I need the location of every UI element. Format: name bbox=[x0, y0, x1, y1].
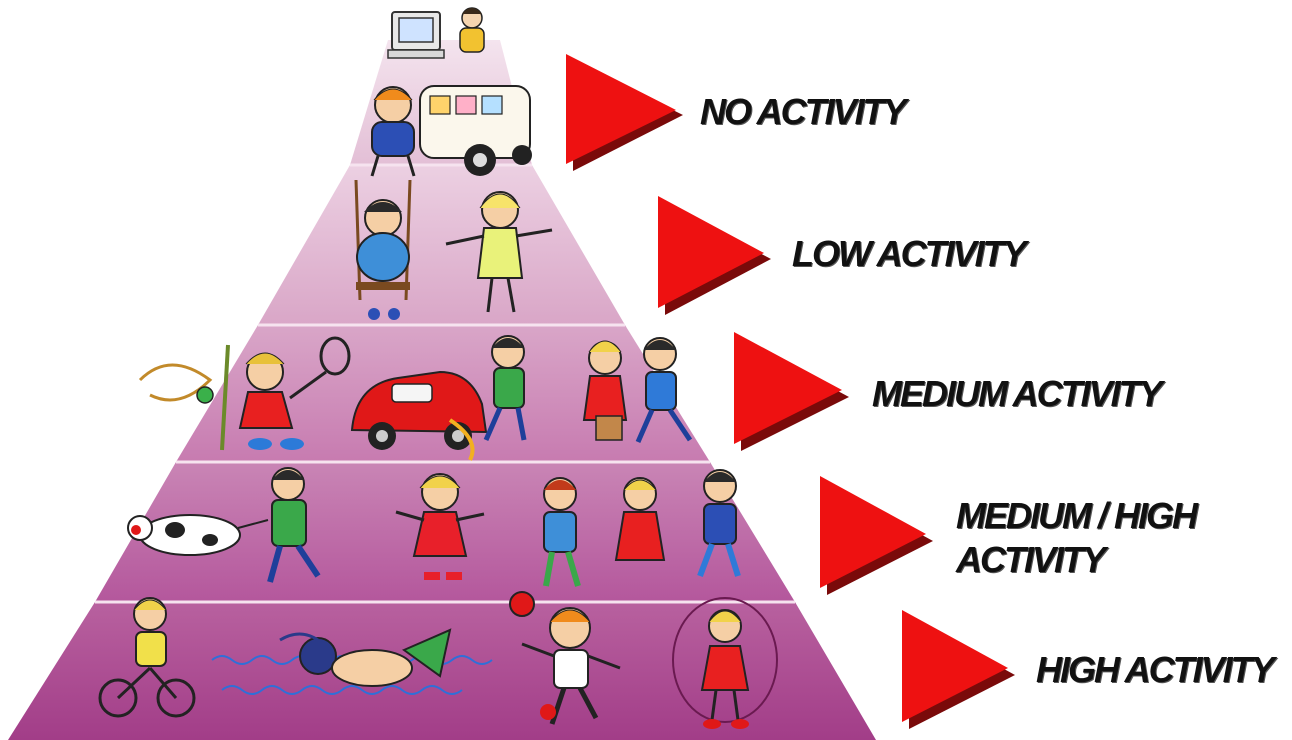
tennis-child-icon bbox=[138, 336, 351, 451]
label-medium-activity: MEDIUM ACTIVITY bbox=[872, 373, 1163, 414]
label-medium-high-activity: MEDIUM / HIGH ACTIVITY bbox=[956, 495, 1198, 580]
arrow-medium-activity bbox=[734, 332, 849, 451]
running-child-icon bbox=[521, 607, 621, 725]
children-walking-icon bbox=[582, 337, 693, 444]
label-low-activity: LOW ACTIVITY bbox=[792, 233, 1027, 274]
swing-child-icon bbox=[354, 179, 412, 320]
van-icon bbox=[419, 85, 532, 176]
jump-rope-child-icon bbox=[672, 597, 778, 729]
label-no-activity: NO ACTIVITY bbox=[700, 91, 907, 132]
tv-watching-child-icon bbox=[370, 7, 485, 177]
biking-child-icon bbox=[98, 597, 196, 718]
tier-low-activity bbox=[258, 165, 625, 325]
arrow-no-activity bbox=[566, 54, 683, 171]
arrow-low-activity bbox=[658, 196, 771, 315]
computer-icon bbox=[387, 11, 445, 59]
label-high-activity: HIGH ACTIVITY bbox=[1036, 649, 1275, 690]
car-washing-child-icon bbox=[350, 335, 527, 461]
dog-walking-child-icon bbox=[127, 467, 321, 583]
swimming-child-icon bbox=[211, 628, 493, 695]
arrow-high-activity bbox=[902, 610, 1015, 729]
walking-child-icon bbox=[445, 191, 553, 313]
arrow-medium-high-activity bbox=[820, 476, 933, 595]
skating-child-icon bbox=[395, 473, 485, 580]
children-playing-icon bbox=[509, 469, 741, 617]
